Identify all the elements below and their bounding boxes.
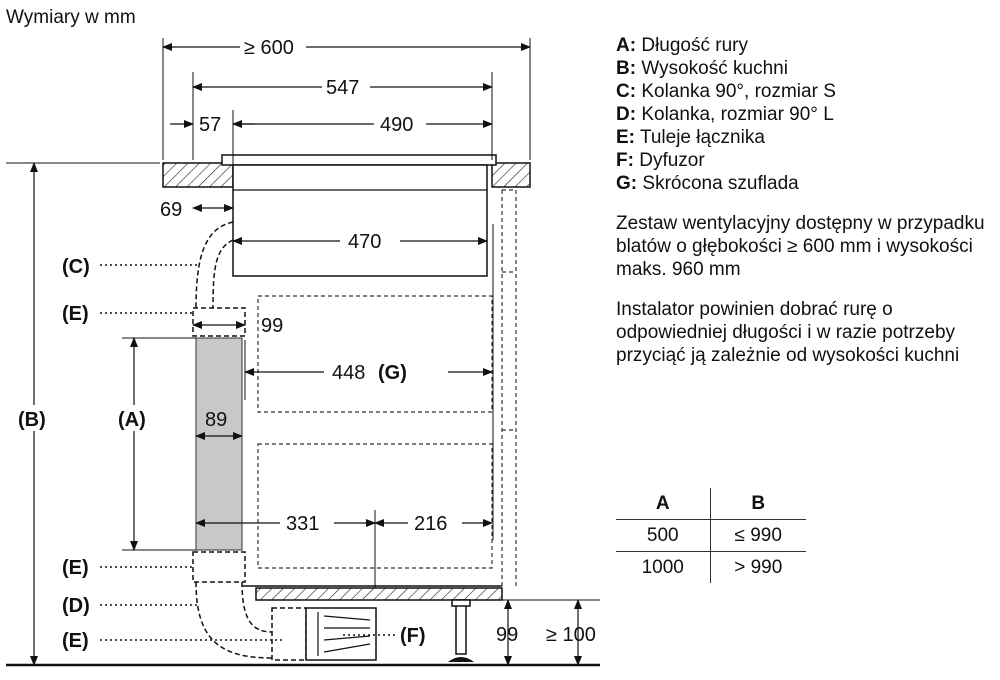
cabinet-foot [455,599,467,655]
length-table: A B 500 ≤ 990 1000 > 990 [616,488,806,583]
dim-99-pipe-label: 99 [261,315,283,337]
table-cell: 500 [616,520,711,551]
table-cell: > 990 [734,556,783,578]
sleeve-diffuser [271,607,307,661]
diagram-title: Wymiary w mm [6,7,136,28]
legend-item-c: C: Kolanka 90°, rozmiar S [616,81,836,102]
table-cell: ≤ 990 [734,524,782,546]
table-row: 1000 > 990 [616,552,806,583]
legend-item-f: F: Dyfuzor [616,150,705,171]
leader-lines [100,264,398,641]
legend-item-e: E: Tuleje łącznika [616,127,765,148]
dim-600-label: ≥ 600 [244,37,294,59]
callout-b: (B) [18,409,46,431]
note-installer: Instalator powinien dobrać rurę o odpowi… [616,299,960,366]
legend-item-b: B: Wysokość kuchni [616,58,788,79]
legend-panel: A: Długość rury B: Wysokość kuchni C: Ko… [616,34,996,367]
worktop-left [162,162,234,188]
dim-470-label: 470 [348,231,381,253]
table-row: 500 ≤ 990 [616,520,806,552]
diffuser-f [305,607,377,661]
callout-f: (F) [400,625,426,647]
legend-item-d: D: Kolanka, rozmiar 90° L [616,104,834,125]
foot-top [451,599,471,607]
dim-69-label: 69 [160,199,182,221]
sleeve-upper [192,307,246,337]
elbow-c [195,221,234,309]
callout-a: (A) [118,409,146,431]
elbow-d [195,581,273,659]
dim-99-floor-label: 99 [496,624,518,646]
note-availability: Zestaw wentylacyjny dostępny w przypadku… [616,213,985,280]
callout-e-lower: (E) [62,557,89,579]
dim-216-label: 216 [414,513,447,535]
drawer-upper [257,295,493,413]
cabinet-outline [501,189,517,588]
dim-100-label: ≥ 100 [546,624,596,646]
table-header-b: B [751,492,766,514]
callout-e-diffuser: (E) [62,630,89,652]
dim-448-label: 448 [332,362,365,384]
dim-57-label: 57 [199,114,221,136]
drawer-lower [257,443,493,569]
dim-a-extension [122,337,196,551]
dim-448-ref: (G) [378,362,407,384]
legend-item-a: A: Długość rury [616,35,748,56]
cabinet-foot-base [448,657,474,662]
table-header-a: A [616,488,711,519]
dim-547-label: 547 [326,77,359,99]
sleeve-lower [192,551,246,583]
worktop-right [491,162,531,188]
table-header-row: A B [616,488,806,520]
plinth-board [255,587,503,601]
pipe-a [195,337,243,551]
callout-e-upper: (E) [62,303,89,325]
cooktop-body [232,164,488,277]
callout-c: (C) [62,256,90,278]
diffuser-fins [317,612,371,656]
dim-331-label: 331 [286,513,319,535]
dim-490-label: 490 [380,114,413,136]
cooktop-glass [221,154,497,166]
table-cell: 1000 [616,552,711,583]
callout-d: (D) [62,595,90,617]
dim-89-label: 89 [205,409,227,431]
legend-item-g: G: Skrócona szuflada [616,173,799,194]
